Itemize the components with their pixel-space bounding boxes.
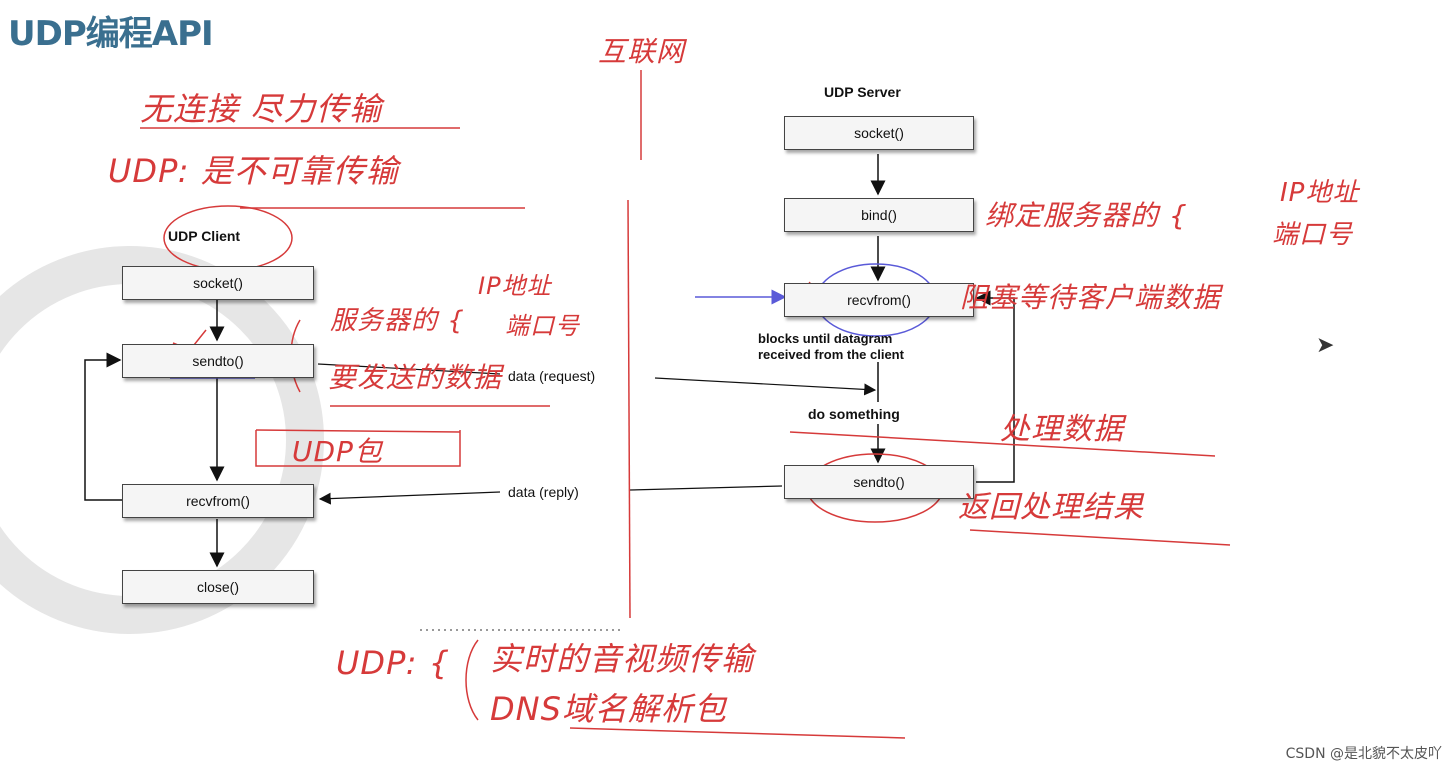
do-something-label: do something <box>808 406 900 422</box>
client-title: UDP Client <box>168 228 241 244</box>
note-ip-address: IP地址 <box>478 272 552 300</box>
server-recvfrom-box: recvfrom() <box>784 283 974 317</box>
note-port: 端口号 <box>505 312 580 340</box>
client-recvfrom-box: recvfrom() <box>122 484 314 518</box>
page-title: UDP编程API <box>8 14 214 54</box>
blocks-note-line1: blocks until datagram <box>758 331 893 346</box>
server-sendto-box: sendto() <box>784 465 974 499</box>
note-bind-port: 端口号 <box>1272 220 1354 250</box>
note-data-to-send: 要发送的数据 <box>328 361 503 394</box>
note-no-connection: 无连接 尽力传输 <box>140 90 383 128</box>
note-bind-ip: IP地址 <box>1280 178 1360 208</box>
reply-label: data (reply) <box>508 484 579 500</box>
note-internet: 互联网 <box>598 35 686 68</box>
note-bind: 绑定服务器的 { <box>985 199 1188 232</box>
note-process: 处理数据 <box>1000 412 1124 447</box>
mouse-cursor-icon: ➤ <box>1316 333 1335 358</box>
watermark: CSDN @是北貌不太皮吖 <box>1285 746 1442 762</box>
client-socket-box: socket() <box>122 266 314 300</box>
note-unreliable: UDP: 是不可靠传输 <box>108 152 399 190</box>
blocks-note-line2: received from the client <box>758 347 904 362</box>
server-socket-box: socket() <box>784 116 974 150</box>
server-title: UDP Server <box>824 84 901 100</box>
note-udp-packet: UDP包 <box>292 435 383 468</box>
note-udp-uses-label: UDP: { <box>336 644 451 682</box>
note-use-realtime: 实时的音视频传输 <box>490 640 755 678</box>
client-close-box: close() <box>122 570 314 604</box>
client-sendto-box: sendto() <box>122 344 314 378</box>
note-use-dns: DNS域名解析包 <box>490 690 727 728</box>
server-bind-box: bind() <box>784 198 974 232</box>
note-server-info: 服务器的 { <box>330 306 465 336</box>
note-return-result: 返回处理结果 <box>958 490 1144 525</box>
note-wait-client: 阻塞等待客户端数据 <box>960 281 1222 314</box>
request-label: data (request) <box>508 368 596 384</box>
